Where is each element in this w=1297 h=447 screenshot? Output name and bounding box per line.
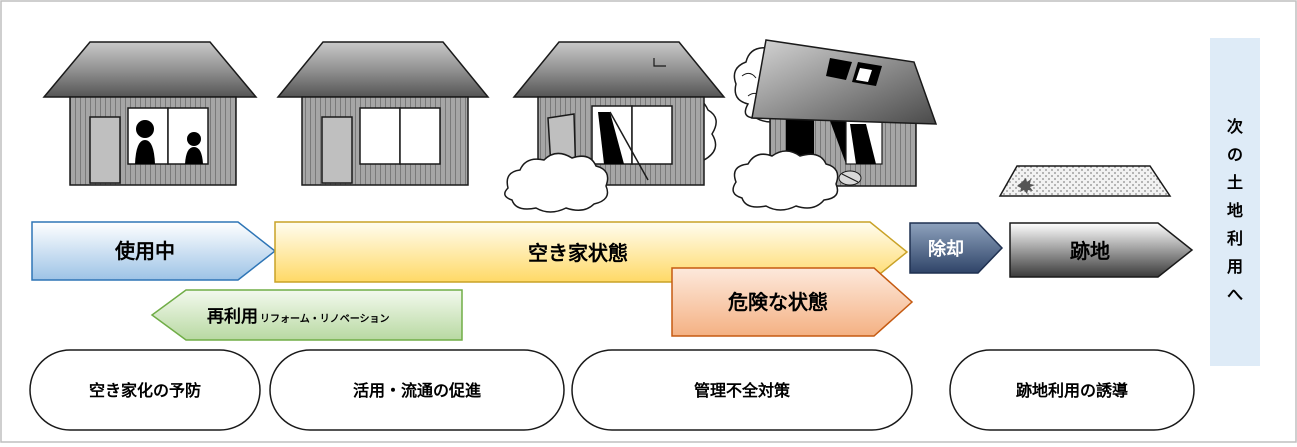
stage-label-vacant-lot: 跡地 [1070,239,1110,263]
measure-lot-use: 跡地利用の誘導 [949,349,1195,431]
next-use-char: の [1227,145,1243,164]
measure-label-lot-use: 跡地利用の誘導 [1016,381,1128,400]
arrow-vacant-lot: 跡地 [1009,222,1194,278]
measure-utilization: 活用・流通の促進 [269,349,565,431]
house-vacant-illustration [276,41,490,186]
stage-label-demolition: 除却 [928,238,964,260]
house-collapsed-illustration [732,39,938,211]
next-use-char: へ [1227,285,1243,304]
stage-label-vacant: 空き家状態 [528,241,628,265]
measure-label-prevention: 空き家化の予防 [89,381,201,400]
vacant-lot-illustration [998,165,1172,197]
arrow-in-use: 使用中 [31,221,277,281]
measure-prevention: 空き家化の予防 [29,349,261,431]
stage-label-in-use: 使用中 [114,239,175,263]
next-use-char: 地 [1227,201,1243,220]
next-use-char: 土 [1227,173,1243,192]
reuse-main-label: 再利用 [207,306,258,327]
arrow-reuse: 再利用リフォーム・リノベーション [150,289,463,341]
arrow-dangerous: 危険な状態 [671,267,914,337]
house-deteriorating-illustration [504,41,726,213]
arrow-demolition: 除却 [909,222,1004,274]
stage-label-dangerous: 危険な状態 [728,290,828,314]
next-use-char: 次 [1227,117,1243,136]
reuse-sub-label: リフォーム・リノベーション [260,313,390,325]
next-use-char: 用 [1227,257,1243,276]
stage-label-reuse: 再利用リフォーム・リノベーション [207,306,390,327]
next-land-use-box: 次 の 土 地 利 用 へ [1210,38,1260,366]
arrow-vacant: 空き家状態 [274,221,909,283]
house-in-use-illustration [42,41,258,186]
measure-label-management: 管理不全対策 [694,381,791,400]
measure-management: 管理不全対策 [571,349,913,431]
next-use-char: 利 [1227,229,1243,248]
measure-label-utilization: 活用・流通の促進 [353,381,481,400]
